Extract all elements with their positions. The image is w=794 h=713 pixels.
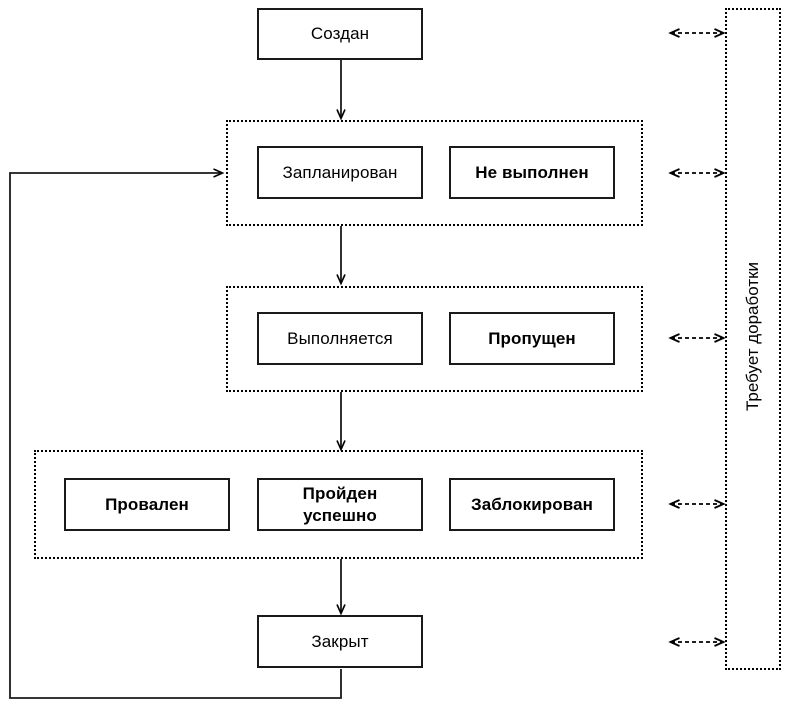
state-box-closed[interactable]: Закрыт: [257, 615, 423, 668]
rework-panel-label: Требует доработки: [743, 261, 762, 411]
state-label-failed: Провален: [105, 494, 189, 514]
state-label-passed: Пройден успешно: [302, 484, 378, 525]
rework-panel: [725, 8, 781, 670]
state-box-running[interactable]: Выполняется: [257, 312, 423, 365]
state-label-blocked: Заблокирован: [470, 494, 594, 514]
state-label-skipped: Пропущен: [488, 328, 576, 348]
state-label-planned: Запланирован: [282, 162, 398, 182]
group-running-container: [226, 286, 643, 392]
state-box-created[interactable]: Создан: [257, 8, 423, 60]
group-final-container: [34, 450, 643, 559]
state-box-passed[interactable]: Пройден успешно: [257, 478, 423, 531]
state-label-running: Выполняется: [287, 328, 393, 348]
state-box-skipped[interactable]: Пропущен: [449, 312, 615, 365]
state-box-planned[interactable]: Запланирован: [257, 146, 423, 199]
state-box-failed[interactable]: Провален: [64, 478, 230, 531]
state-label-not-done: Не выполнен: [475, 162, 589, 182]
edge-closed-to-planned-loop: [9, 168, 342, 699]
group-planned-container: [226, 120, 643, 226]
state-label-created: Создан: [310, 24, 370, 44]
state-box-blocked[interactable]: Заблокирован: [449, 478, 615, 531]
state-label-closed: Закрыт: [311, 631, 369, 651]
state-box-not-done[interactable]: Не выполнен: [449, 146, 615, 199]
